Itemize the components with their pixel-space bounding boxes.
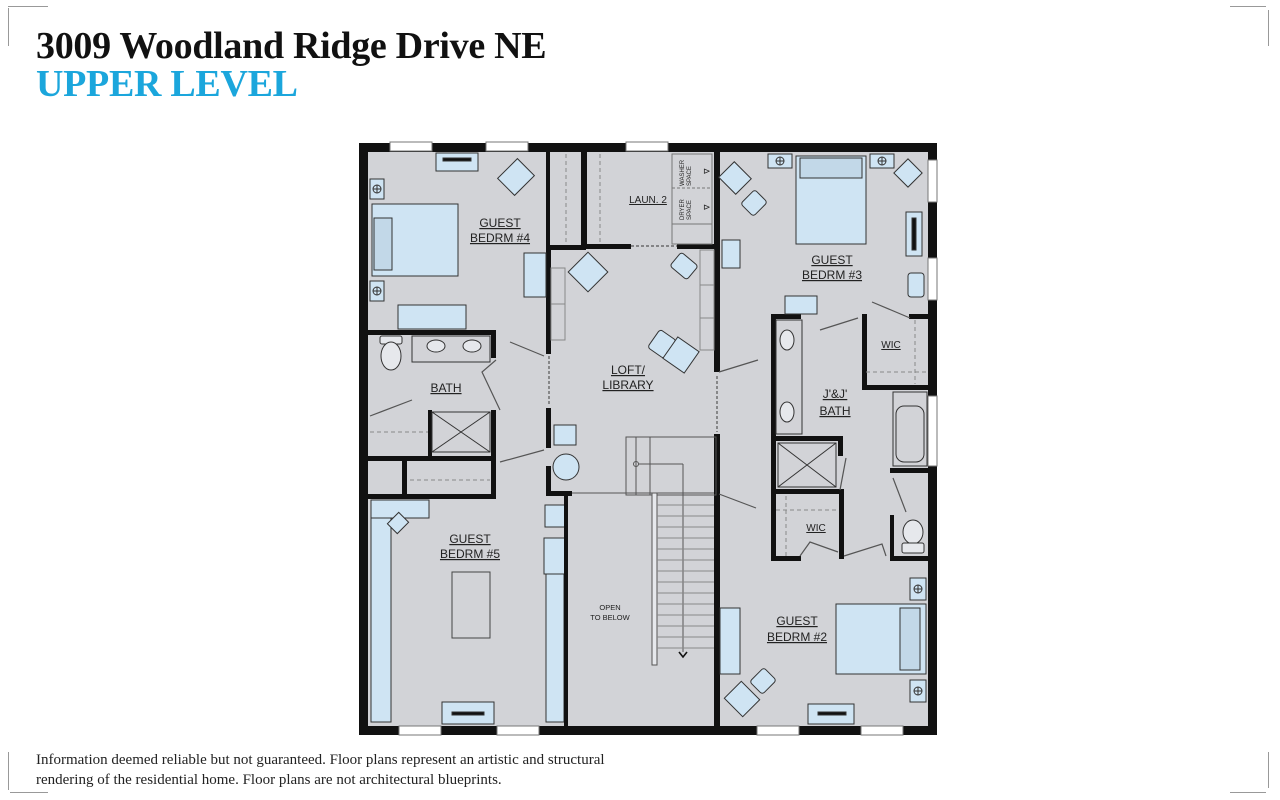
ottoman (670, 252, 698, 280)
armchair (496, 157, 536, 197)
staircase (564, 436, 717, 726)
crop-mark-top-right-v (1268, 10, 1269, 46)
label-loft-line2: LIBRARY (602, 378, 653, 392)
windows (389, 141, 938, 736)
disclaimer-line-1: Information deemed reliable but not guar… (36, 752, 605, 768)
svg-text:SPACE: SPACE (687, 200, 693, 220)
label-jj-bath-line2: BATH (819, 404, 850, 418)
crop-mark-top-right-h (1230, 6, 1266, 7)
built-in (545, 573, 565, 723)
toilet (380, 341, 402, 371)
label-jj-bath-line1: J'&J' (823, 387, 848, 401)
rug (451, 571, 491, 639)
closet-shelves (370, 154, 926, 556)
doors (369, 245, 911, 557)
label-bath: BATH (430, 381, 461, 395)
crop-mark-bottom-right-v (1268, 752, 1269, 788)
armchair (718, 161, 752, 195)
svg-text:DRYER: DRYER (680, 198, 686, 220)
vanity (411, 335, 491, 363)
desk (523, 252, 547, 298)
side-chair (893, 158, 923, 188)
chair (553, 424, 577, 446)
bench (784, 295, 818, 315)
bath-fixtures (379, 319, 928, 554)
disclaimer: Information deemed reliable but not guar… (36, 750, 696, 790)
disclaimer-line-2: rendering of the residential home. Floor… (36, 772, 502, 788)
armchair (723, 680, 761, 718)
label-laundry: LAUN. 2 (629, 195, 667, 206)
label-bedroom4-line1: GUEST (479, 216, 521, 230)
shower-jj (777, 442, 837, 488)
property-address-title: 3009 Woodland Ridge Drive NE (36, 25, 547, 67)
lamp-icons (372, 156, 923, 696)
label-bedroom3-line2: BEDRM #3 (802, 268, 862, 282)
crop-mark-bottom-left-v (8, 752, 9, 790)
level-subtitle: UPPER LEVEL (36, 63, 298, 105)
shower (431, 411, 491, 453)
shelf-unit (543, 537, 567, 575)
chair (907, 272, 925, 298)
label-wic-upper: WIC (881, 340, 900, 351)
label-bedroom5-line1: GUEST (449, 532, 491, 546)
svg-text:⊳: ⊳ (703, 202, 711, 212)
tub (892, 391, 928, 467)
label-wic-lower: WIC (806, 523, 825, 534)
svg-text:WASHER: WASHER (680, 159, 686, 186)
ottoman (741, 190, 767, 216)
label-bedroom2-line2: BEDRM #2 (767, 630, 827, 644)
dresser (397, 304, 467, 330)
tv-console (435, 152, 479, 172)
label-open-line2: TO BELOW (590, 613, 630, 622)
crop-mark-bottom-right-h (1230, 792, 1266, 793)
laundry-labels: WASHER SPACE DRYER SPACE ⊳ ⊳ (680, 159, 711, 220)
armchair (567, 251, 609, 293)
label-bedroom2-line1: GUEST (776, 614, 818, 628)
toilet-jj (902, 519, 924, 545)
desk (721, 239, 741, 269)
crop-mark-top-left-v (8, 8, 9, 46)
svg-text:SPACE: SPACE (687, 166, 693, 186)
laundry-appliances (671, 153, 713, 245)
chaise (662, 336, 700, 374)
label-open-line1: OPEN (599, 603, 620, 612)
shelf-unit (544, 504, 566, 528)
built-in-desk (370, 499, 392, 723)
label-bedroom4-line2: BEDRM #4 (470, 231, 530, 245)
svg-text:⊳: ⊳ (703, 166, 711, 176)
label-bedroom5-line2: BEDRM #5 (440, 547, 500, 561)
ottoman (750, 668, 776, 694)
loft-shelving (550, 249, 715, 351)
label-loft-line1: LOFT/ (611, 363, 646, 377)
chair (386, 511, 410, 535)
dresser (719, 607, 741, 675)
interior-walls (366, 150, 930, 728)
label-bedroom3-line1: GUEST (811, 253, 853, 267)
room-labels: GUEST BEDRM #4 LAUN. 2 GUEST BEDRM #3 BA… (430, 195, 900, 644)
crop-mark-bottom-left-h (10, 792, 48, 793)
side-table (552, 453, 580, 481)
crop-mark-top-left-h (8, 6, 48, 7)
